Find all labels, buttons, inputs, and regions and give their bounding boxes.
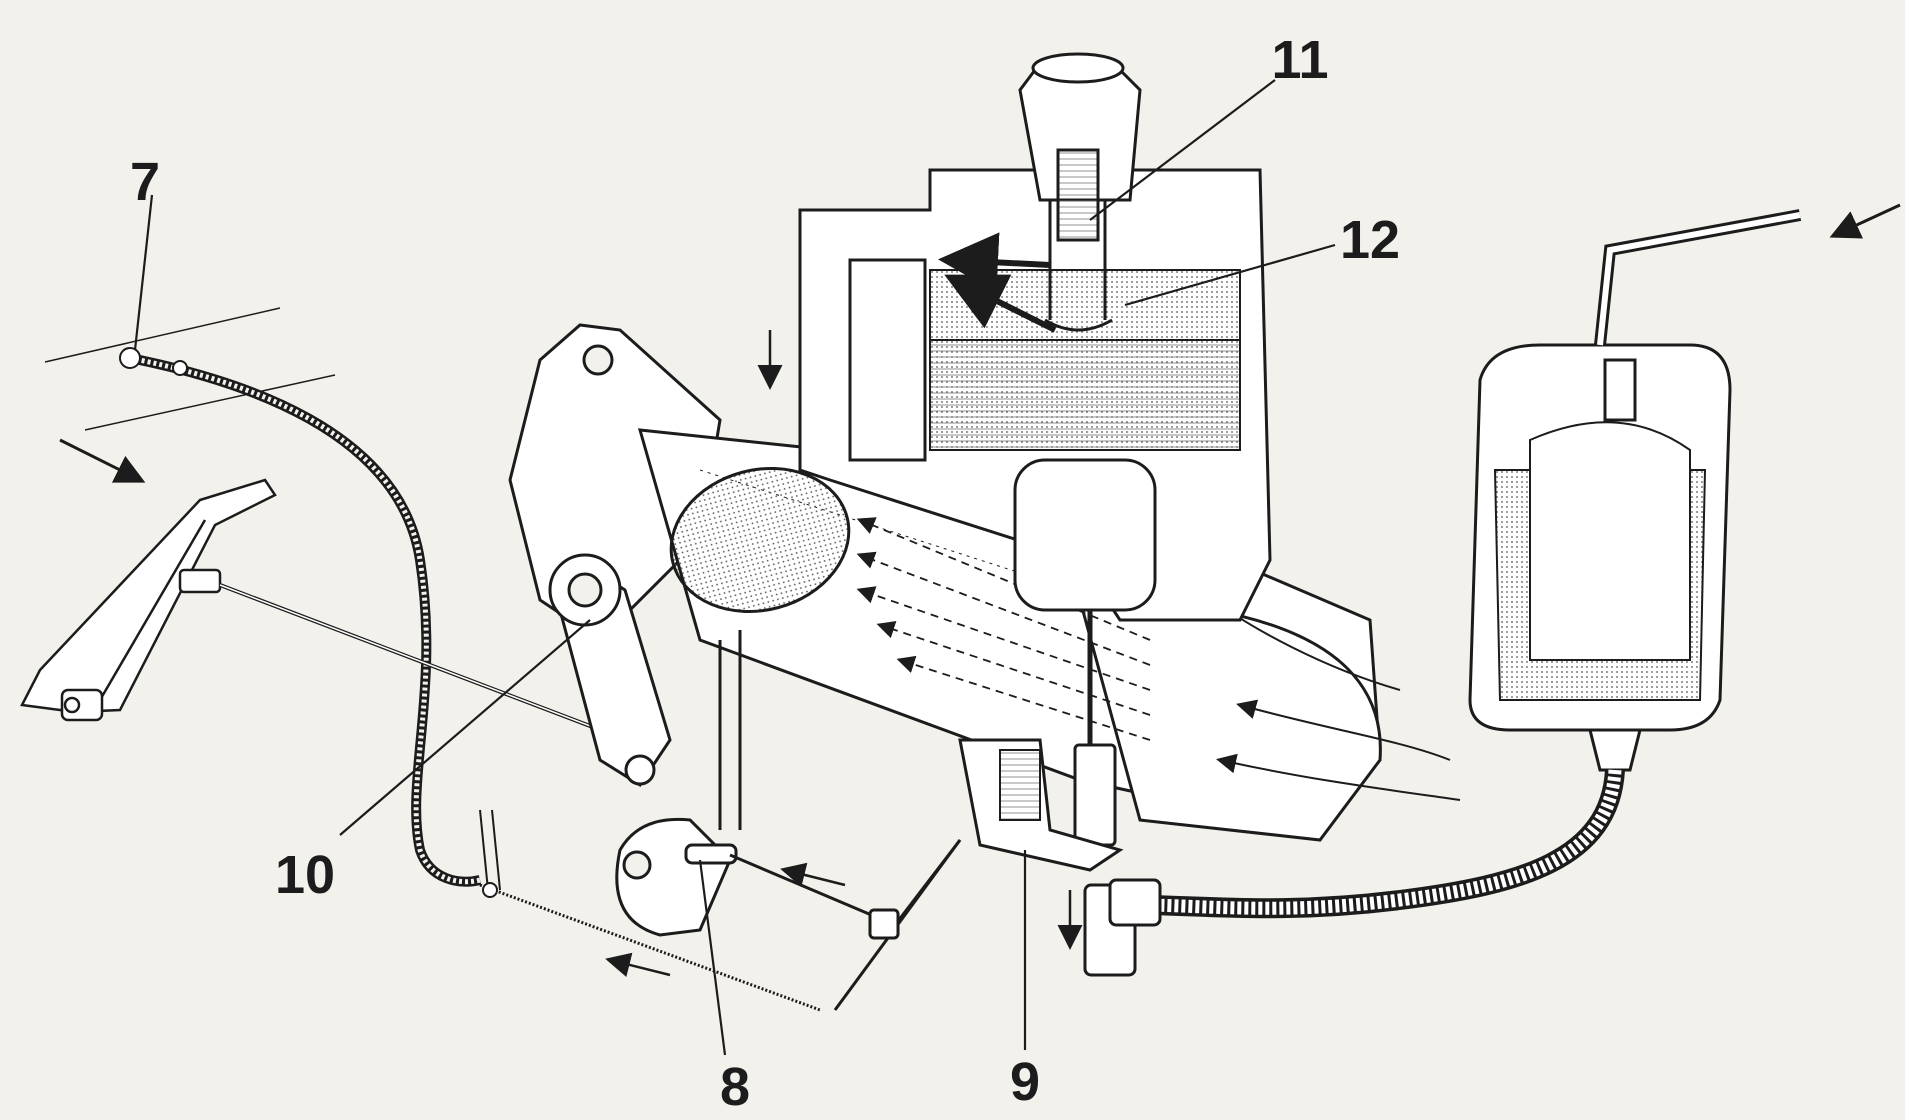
vacuum-arrows <box>938 232 1057 333</box>
jet-assembly <box>1073 743 1162 977</box>
choke-linkage <box>548 553 1124 1011</box>
callout-12: 12 <box>1340 210 1400 270</box>
fuel-feed-hose <box>1139 769 1625 919</box>
callout-10: 10 <box>275 845 335 905</box>
throttle-cable <box>44 307 482 887</box>
callout-11: 11 <box>1271 30 1328 90</box>
linkage-arrows <box>605 862 846 977</box>
callout-9: 9 <box>1010 1052 1040 1112</box>
callout-8: 8 <box>720 1057 750 1115</box>
float-chamber <box>1468 209 1802 772</box>
leader-lines <box>133 79 1336 1056</box>
linkage-cable <box>479 809 821 1012</box>
airflow-lines <box>856 517 1151 741</box>
accelerator-pedal <box>20 478 277 722</box>
movement-arrow-left <box>59 438 146 483</box>
damper-cap <box>1018 52 1142 332</box>
carburettor-body <box>508 323 1382 842</box>
fuel-inlet-arrow <box>1829 203 1901 239</box>
callout-7: 7 <box>130 152 160 212</box>
callouts: 7 8 9 10 11 12 <box>130 30 1400 1117</box>
pedal-rod <box>219 583 641 747</box>
